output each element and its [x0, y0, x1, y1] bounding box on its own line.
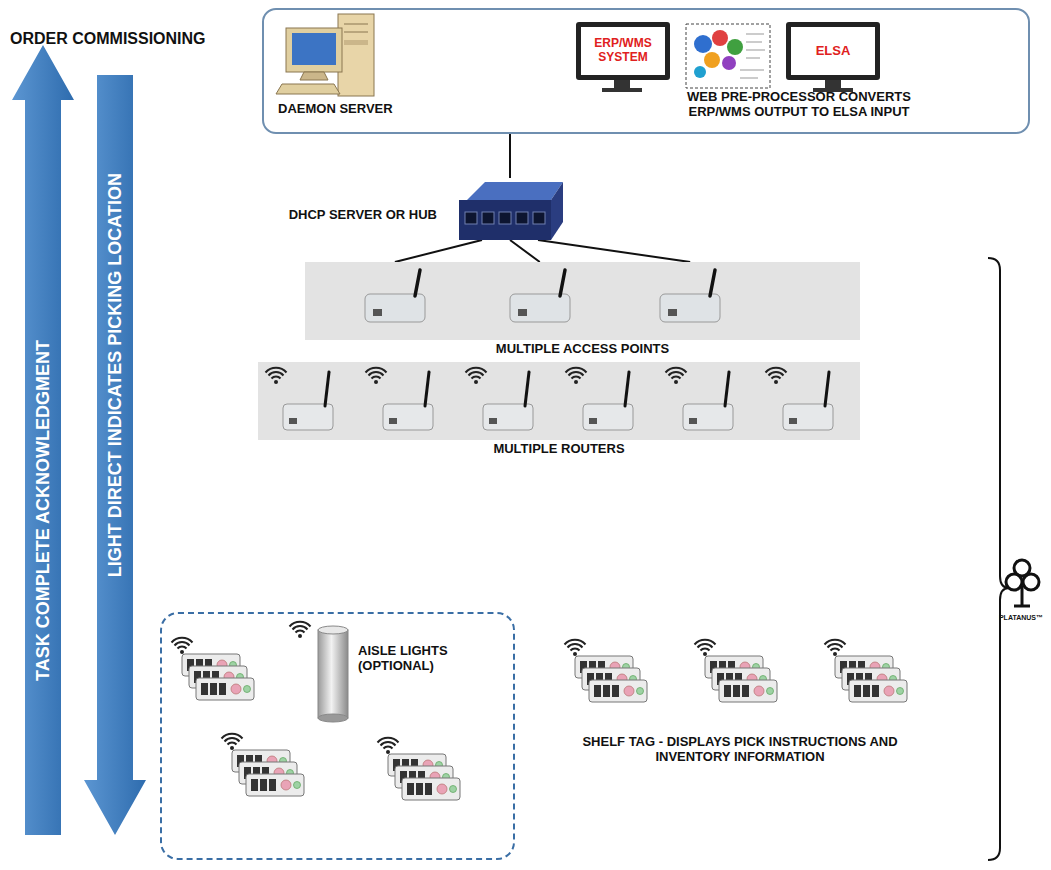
aisle-light-group: AISLE LIGHTS (OPTIONAL) — [160, 612, 515, 860]
router-icons — [258, 362, 860, 440]
node-text: AISLE LIGHTS (OPTIONAL) — [358, 644, 468, 674]
connector-line — [509, 134, 511, 178]
flow-arrow-down: LIGHT DIRECT INDICATES PICKING LOCATION — [84, 75, 146, 835]
node-text: ERP/WMS SYSTEM — [583, 37, 663, 65]
caption-label: SHELF TAG - DISPLAYS PICK INSTRUCTIONS A… — [560, 735, 920, 765]
bracket — [988, 258, 1009, 860]
node-text: MULTIPLE ROUTERS — [258, 442, 860, 457]
ap-icons — [305, 262, 860, 340]
node-text: DAEMON SERVER — [278, 102, 393, 117]
preprocessor-icon — [686, 24, 770, 88]
node-text: ELSA — [816, 44, 851, 59]
router-band: MULTIPLE ROUTERS — [258, 362, 860, 440]
access-point-band: MULTIPLE ACCESS POINTS — [305, 262, 860, 340]
network-switch: DHCP SERVER OR HUB — [455, 178, 565, 246]
node-text: LIGHT DIRECT INDICATES PICKING LOCATION — [105, 173, 126, 577]
monitor-screen: ELSA — [786, 22, 880, 80]
server-icon — [276, 14, 374, 96]
node-text: DHCP SERVER OR HUB — [289, 208, 437, 223]
heading-label: ORDER COMMISSIONING — [10, 30, 206, 48]
shelf-tags — [172, 638, 908, 800]
flow-arrow-up: TASK COMPLETE ACKNOWLEDGMENT — [12, 45, 74, 835]
aisle-light — [290, 622, 349, 722]
monitor-screen: ERP/WMS SYSTEM — [576, 22, 670, 80]
node-text: WEB PRE-PROCESSOR CONVERTS ERP/WMS OUTPU… — [664, 90, 934, 120]
server-panel: DAEMON SERVER WEB PRE-PROCESSOR CONVERTS … — [262, 8, 1030, 134]
brand-label: PLATANUS™ — [994, 614, 1048, 622]
node-text: TASK COMPLETE ACKNOWLEDGMENT — [33, 340, 54, 681]
switch-icon — [455, 178, 565, 246]
node-text: MULTIPLE ACCESS POINTS — [305, 342, 860, 357]
connector-line — [395, 240, 690, 262]
brand-logo — [1006, 560, 1039, 606]
